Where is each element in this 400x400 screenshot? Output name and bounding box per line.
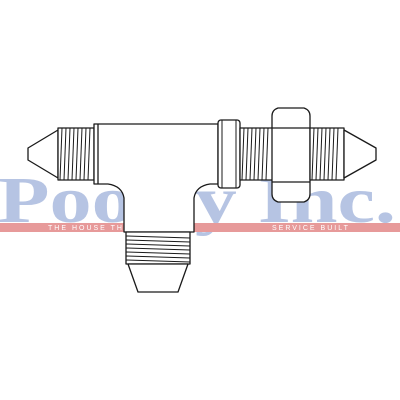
bulkhead-thread-left <box>239 127 275 181</box>
branch-flare-nose <box>127 263 189 293</box>
branch-thread-lines <box>125 235 191 263</box>
left-thread-lines <box>59 127 91 181</box>
fitting-outline <box>27 107 377 293</box>
tee-body <box>93 123 219 233</box>
watermark-tagline-left: THE HOUSE THAT <box>48 225 136 232</box>
watermark-tagline-right: SERVICE BUILT <box>272 225 350 232</box>
right-flare-nose <box>343 129 377 179</box>
right-thread <box>309 127 345 181</box>
watermark-band <box>0 223 400 232</box>
bulkhead-thread-left-lines <box>241 127 269 181</box>
hex-nut <box>271 107 311 203</box>
right-thread-lines <box>311 127 339 181</box>
bulkhead-flange <box>217 119 241 189</box>
